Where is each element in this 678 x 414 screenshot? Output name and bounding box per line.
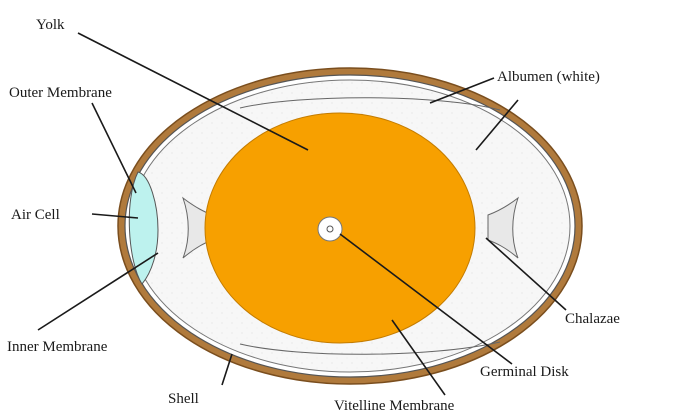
- label-germinal-disk: Germinal Disk: [480, 364, 569, 380]
- label-albumen: Albumen (white): [497, 69, 600, 85]
- leader-outer-membrane: [92, 103, 136, 193]
- label-inner-membrane: Inner Membrane: [7, 339, 108, 355]
- label-chalazae: Chalazae: [565, 311, 620, 327]
- germinal-disk-core: [327, 226, 333, 232]
- label-shell: Shell: [168, 391, 199, 407]
- label-air-cell: Air Cell: [11, 207, 60, 223]
- label-vitelline-membrane: Vitelline Membrane: [334, 398, 455, 414]
- label-yolk: Yolk: [36, 17, 65, 33]
- label-outer-membrane: Outer Membrane: [9, 85, 112, 101]
